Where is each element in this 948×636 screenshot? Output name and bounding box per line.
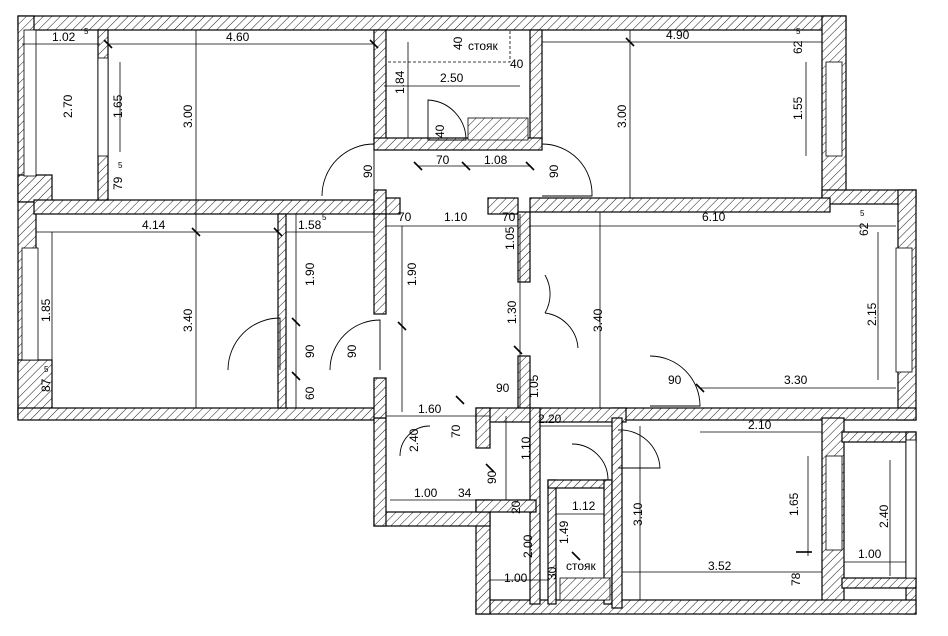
label-3-40b: 3.40 — [591, 308, 605, 332]
label-2-50: 2.50 — [440, 71, 464, 85]
label-2-10: 2.10 — [748, 418, 772, 432]
label-79-sup: 5 — [118, 161, 123, 170]
label-1-85: 1.85 — [39, 298, 53, 322]
label-62-top: 62 — [791, 40, 805, 54]
interior-walls — [33, 29, 831, 609]
label-90g: 90 — [485, 470, 499, 484]
label-stoyak-bottom: стояк — [566, 559, 597, 573]
label-90d: 90 — [345, 344, 359, 358]
label-90c: 90 — [303, 344, 317, 358]
label-1-90b: 1.90 — [405, 262, 419, 286]
label-4-90: 4.90 — [666, 28, 690, 42]
label-40c: 40 — [433, 124, 447, 138]
label-1-12: 1.12 — [572, 499, 596, 513]
label-1-58: 1.58 — [298, 218, 322, 232]
label-1-02: 1.02 — [52, 30, 76, 44]
label-70d: 70 — [449, 424, 463, 438]
label-70c: 70 — [502, 210, 516, 224]
label-62-top-sup: 5 — [796, 27, 801, 36]
label-2-00: 2.00 — [521, 534, 535, 558]
dimension-lines — [22, 30, 906, 600]
label-78: 78 — [789, 572, 803, 586]
label-2-40a: 2.40 — [407, 428, 421, 452]
label-90b: 90 — [547, 164, 561, 178]
label-3-00b: 3.00 — [615, 104, 629, 128]
dimension-ticks — [103, 37, 812, 561]
label-34: 34 — [458, 486, 472, 500]
label-1-05b: 1.05 — [527, 374, 541, 398]
label-stoyak-top: стояк — [468, 39, 499, 53]
label-3-52: 3.52 — [708, 559, 732, 573]
label-1-30: 1.30 — [505, 300, 519, 324]
label-3-00a: 3.00 — [181, 104, 195, 128]
label-1-49: 1.49 — [557, 520, 571, 544]
label-90f: 90 — [668, 373, 682, 387]
label-40a: 40 — [451, 36, 465, 50]
label-2-70: 2.70 — [61, 94, 75, 118]
label-70a: 70 — [436, 153, 450, 167]
label-1-00b: 1.00 — [858, 547, 882, 561]
label-1-58-sup: 5 — [322, 213, 327, 222]
label-1-02-sup: 5 — [84, 27, 89, 36]
label-62-mid: 62 — [857, 222, 871, 236]
label-3-40a: 3.40 — [181, 308, 195, 332]
doors — [227, 99, 701, 481]
dimension-labels: 1.02 5 4.60 40 стояк 40 4.90 62 5 2.70 1… — [39, 27, 891, 586]
label-2-20: 2.20 — [538, 412, 562, 426]
label-1-05a: 1.05 — [503, 226, 517, 250]
label-87-sup: 5 — [44, 365, 49, 374]
label-70b: 70 — [398, 210, 412, 224]
label-1-65b: 1.65 — [787, 492, 801, 516]
label-1-55: 1.55 — [791, 96, 805, 120]
label-1-60: 1.60 — [418, 402, 442, 416]
label-1-90a: 1.90 — [303, 262, 317, 286]
label-1-65a: 1.65 — [111, 94, 125, 118]
label-3-10: 3.10 — [631, 502, 645, 526]
label-79: 79 — [111, 176, 125, 190]
label-2-15: 2.15 — [865, 302, 879, 326]
label-1-00a: 1.00 — [414, 486, 438, 500]
label-2-40b: 2.40 — [877, 504, 891, 528]
label-30: 30 — [545, 566, 559, 580]
label-90a: 90 — [361, 164, 375, 178]
stoyak-shafts — [385, 29, 611, 601]
label-1-00c: 1.00 — [504, 571, 528, 585]
label-1-10a: 1.10 — [444, 210, 468, 224]
exterior-walls — [17, 15, 917, 615]
label-1-08: 1.08 — [484, 153, 508, 167]
label-4-14: 4.14 — [142, 218, 166, 232]
label-3-30: 3.30 — [784, 373, 808, 387]
label-40b: 40 — [510, 57, 524, 71]
label-87: 87 — [39, 378, 53, 392]
label-60: 60 — [303, 386, 317, 400]
windows — [21, 29, 917, 579]
label-62-mid-sup: 5 — [860, 209, 865, 218]
label-1-84: 1.84 — [393, 70, 407, 94]
label-4-60: 4.60 — [226, 30, 250, 44]
label-1-10b: 1.10 — [519, 436, 533, 460]
label-6-10: 6.10 — [702, 210, 726, 224]
label-20: 20 — [509, 500, 523, 514]
label-90e: 90 — [496, 381, 510, 395]
